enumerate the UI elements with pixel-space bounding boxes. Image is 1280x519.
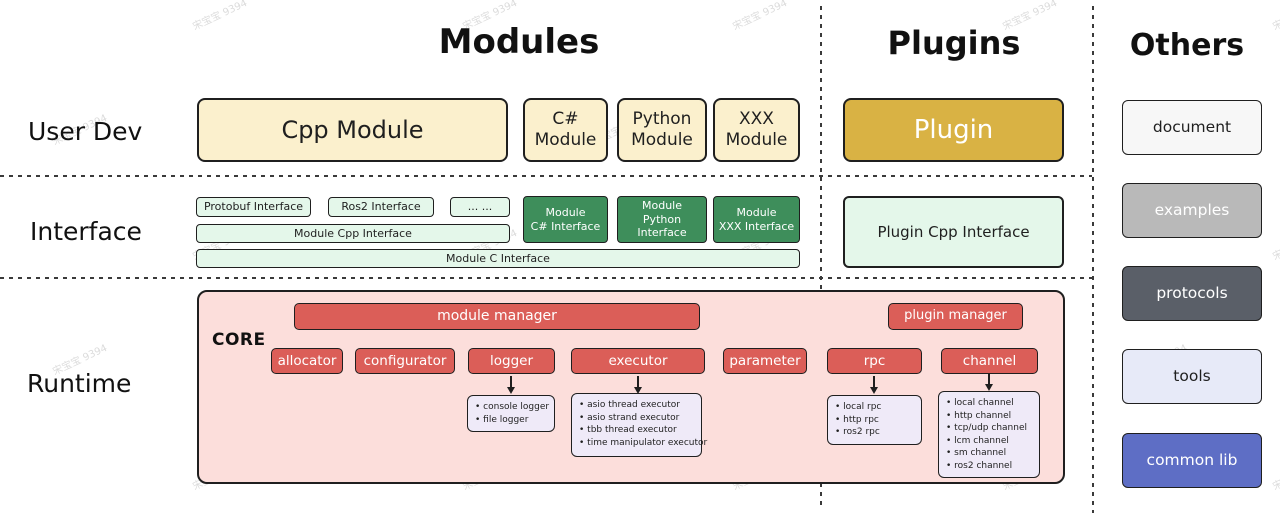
bullet-item: • asio strand executor	[579, 412, 680, 423]
executor-down-arrow	[633, 376, 642, 394]
bullet-item: • http channel	[946, 410, 1012, 421]
channel-implementations-list: • local channel • http channel • tcp/udp c…	[938, 391, 1040, 478]
channel-down-arrow	[984, 374, 993, 391]
others-document-box: document	[1122, 100, 1262, 155]
rpc-down-arrow	[869, 376, 878, 394]
configurator-box: configurator	[355, 348, 455, 374]
plugin-cpp-interface-box: Plugin Cpp Interface	[843, 196, 1064, 268]
bullet-item: • sm channel	[946, 448, 1007, 458]
others-examples-box: examples	[1122, 183, 1262, 238]
plugin-manager-box: plugin manager	[888, 303, 1023, 330]
row-label-user-dev: User Dev	[28, 117, 143, 146]
row-label-interface: Interface	[30, 217, 142, 246]
logger-box: logger	[468, 348, 555, 374]
others-protocols-box: protocols	[1122, 266, 1262, 321]
module-c-interface-box: Module C Interface	[196, 249, 800, 268]
parameter-box: parameter	[723, 348, 807, 374]
rpc-implementations-list: • local rpc • http rpc • ros2 rpc	[827, 395, 922, 445]
bullet-item: • tbb thread executor	[579, 425, 677, 435]
others-common-lib-box: common lib	[1122, 433, 1262, 488]
executor-box: executor	[571, 348, 705, 374]
watermark-text: 宋宝宝 9394	[1271, 228, 1280, 263]
allocator-box: allocator	[271, 348, 343, 374]
section-title-others: Others	[1129, 28, 1245, 63]
watermark-text: 宋宝宝 9394	[1271, 0, 1280, 33]
xxx-module-box: XXX Module	[713, 98, 800, 162]
module-python-interface-box: Module Python Interface	[617, 196, 707, 243]
bullet-item: • local rpc	[835, 402, 882, 412]
others-tools-box: tools	[1122, 349, 1262, 404]
bullet-item: • ros2 rpc	[835, 427, 880, 437]
watermark-text: 宋宝宝 9394	[1271, 458, 1280, 493]
module-manager-box: module manager	[294, 303, 700, 330]
divider-plugins-others	[1092, 6, 1094, 513]
bullet-item: • lcm channel	[946, 435, 1009, 446]
watermark-text: 宋宝宝 9394	[731, 0, 790, 33]
rpc-box: rpc	[827, 348, 922, 374]
module-xxx-interface-box: Module XXX Interface	[713, 196, 800, 243]
protobuf-interface-box: Protobuf Interface	[196, 197, 311, 217]
bullet-item: • local channel	[946, 398, 1014, 408]
section-title-plugins: Plugins	[887, 24, 1021, 62]
divider-interface-runtime	[0, 277, 1092, 279]
bullet-item: • file logger	[475, 414, 529, 425]
plugin-box: Plugin	[843, 98, 1064, 162]
logger-down-arrow	[506, 376, 515, 394]
bullet-item: • ros2 channel	[946, 460, 1013, 471]
module-csharp-interface-box: Module C# Interface	[523, 196, 608, 243]
watermark-text: 宋宝宝 9394	[191, 0, 250, 33]
more-interfaces-box: ... ...	[450, 197, 510, 217]
channel-box: channel	[941, 348, 1038, 374]
bullet-item: • console logger	[475, 402, 550, 412]
bullet-item: • tcp/udp channel	[946, 423, 1027, 433]
bullet-item: • asio thread executor	[579, 400, 680, 410]
ros2-interface-box: Ros2 Interface	[328, 197, 434, 217]
divider-modules-plugins	[820, 6, 822, 506]
python-module-box: Python Module	[617, 98, 707, 162]
module-cpp-interface-box: Module Cpp Interface	[196, 224, 510, 243]
bullet-item: • http rpc	[835, 414, 879, 425]
divider-userdev-interface	[0, 175, 1092, 177]
core-label: CORE	[212, 330, 266, 350]
section-title-modules: Modules	[438, 22, 600, 62]
logger-implementations-list: • console logger • file logger	[467, 395, 555, 432]
executor-implementations-list: • asio thread executor • asio strand exec…	[571, 393, 708, 457]
cpp-module-box: Cpp Module	[197, 98, 508, 162]
csharp-module-box: C# Module	[523, 98, 608, 162]
bullet-item: • time manipulator executor	[579, 437, 708, 448]
row-label-runtime: Runtime	[27, 369, 132, 398]
